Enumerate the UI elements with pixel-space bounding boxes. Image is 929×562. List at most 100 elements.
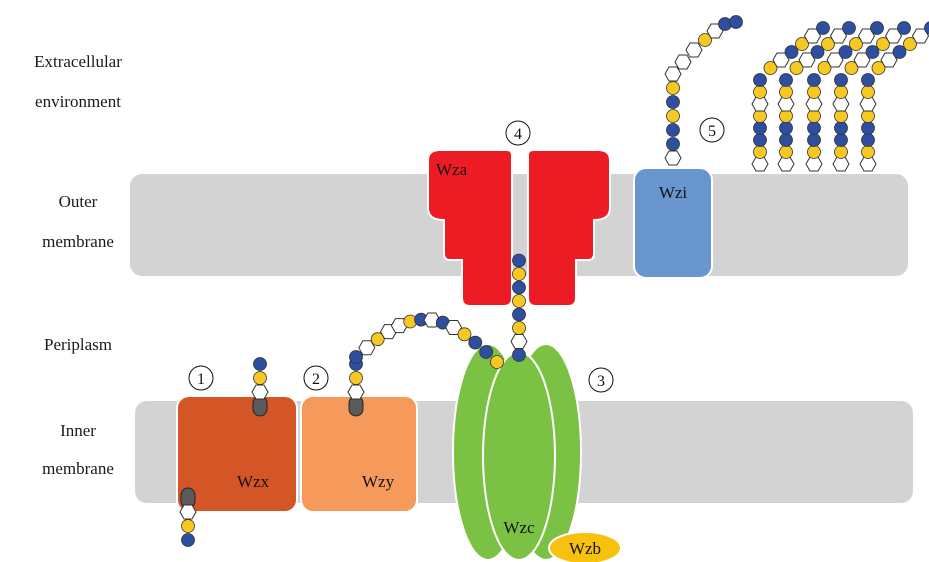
- capsule-chain-tail-3: [849, 37, 863, 51]
- capsule-chain-4: [834, 85, 848, 99]
- capsule-chain-tail-3: [817, 61, 832, 75]
- capsule-chain-5: [861, 85, 875, 99]
- polymer-chain-wzi: [666, 95, 680, 109]
- svg-text:2: 2: [312, 371, 320, 388]
- polymer-chain-wzi-tail: [729, 15, 743, 29]
- sugar-unit-wzx-bottom: [181, 519, 195, 533]
- capsule-chain-tail-1: [784, 45, 799, 59]
- step-2-marker: 2: [303, 365, 329, 391]
- label-wzb: Wzb: [569, 539, 601, 558]
- label-outer-membrane: membrane: [42, 232, 114, 251]
- capsule-chain-2: [779, 145, 793, 159]
- polymer-chain-wzi: [666, 81, 680, 95]
- capsule-chain-5: [861, 145, 875, 159]
- sugar-unit-wzx-top: [253, 357, 267, 371]
- capsule-chain-4: [834, 133, 848, 147]
- polymer-chain-wzi-tail: [674, 54, 692, 70]
- polymer-chain-periplasm: [479, 345, 494, 359]
- sugar-unit-wzx-bottom: [179, 504, 197, 520]
- capsule-chain-4: [834, 145, 848, 159]
- capsule-chain-tail-3: [870, 21, 884, 35]
- capsule-chain-5: [861, 73, 875, 87]
- capsule-chain-tail-4: [865, 45, 880, 59]
- wzi-protein: [633, 167, 713, 279]
- capsule-chain-5: [861, 121, 875, 135]
- capsule-chain-2: [779, 85, 793, 99]
- capsule-chain-3: [807, 85, 821, 99]
- polymer-chain-wzi: [666, 109, 680, 123]
- capsule-chain-3: [807, 121, 821, 135]
- polymer-chain-wza: [512, 280, 526, 295]
- capsule-chain-1: [751, 96, 769, 112]
- polymer-chain-wzi: [664, 150, 682, 166]
- capsule-chain-1: [753, 145, 767, 159]
- polymer-chain-wza: [512, 294, 526, 308]
- polymer-chain-wza: [512, 321, 526, 335]
- sugar-unit-wzy: [347, 384, 365, 400]
- label-wzx: Wzx: [237, 472, 270, 491]
- capsule-chain-4: [834, 121, 848, 135]
- step-5-marker: 5: [699, 117, 725, 143]
- step-1-marker: 1: [188, 365, 214, 391]
- wzb-protein: [548, 531, 622, 562]
- polymer-chain-wzi-tail: [685, 42, 703, 58]
- wzx-protein: [176, 395, 298, 513]
- label-inner: Inner: [60, 421, 96, 440]
- svg-text:5: 5: [708, 123, 716, 140]
- step-3-marker: 3: [588, 367, 614, 393]
- capsule-chain-tail-4: [844, 61, 859, 75]
- polymer-chain-wza: [512, 307, 526, 322]
- label-wzy: Wzy: [362, 472, 395, 491]
- capsule-chain-1: [753, 73, 767, 87]
- capsule-chain-5: [859, 156, 877, 172]
- sugar-unit-wzx-bottom: [181, 533, 195, 547]
- polymer-chain-periplasm: [457, 327, 472, 342]
- capsule-chain-2: [779, 133, 793, 147]
- capsule-chain-tail-2: [789, 61, 804, 75]
- capsule-chain-tail-1: [795, 37, 809, 51]
- capsule-chain-tail-4: [876, 37, 890, 51]
- svg-text:3: 3: [597, 373, 605, 390]
- capsule-chain-tail-5: [924, 21, 929, 35]
- polymer-chain-wzi: [666, 137, 680, 151]
- capsule-chain-5: [861, 133, 875, 147]
- capsule-chain-2: [777, 156, 795, 172]
- svg-text:1: 1: [197, 371, 205, 388]
- capsule-chain-3: [807, 73, 821, 87]
- polymer-chain-periplasm: [490, 355, 504, 369]
- label-wza: Wza: [436, 160, 468, 179]
- label-wzc: Wzc: [503, 518, 535, 537]
- label-wzi: Wzi: [659, 183, 688, 202]
- wza-left-half: [427, 149, 513, 307]
- capsule-chain-3: [805, 156, 823, 172]
- sugar-unit-wzy: [349, 371, 363, 385]
- capsule-chain-tail-2: [810, 45, 825, 59]
- polymer-chain-wzi: [666, 123, 680, 137]
- polymer-chain-wza: [512, 253, 526, 268]
- polymer-chain-wza: [512, 348, 526, 362]
- capsule-chain-4: [834, 73, 848, 87]
- capsule-chain-tail-2: [821, 37, 835, 51]
- capsule-chain-3: [807, 133, 821, 147]
- capsule-chain-tail-5: [892, 45, 907, 59]
- capsule-chain-tail-1: [763, 61, 778, 75]
- capsule-chain-2: [779, 73, 793, 87]
- capsule-chain-4: [832, 96, 850, 112]
- step-4-marker: 4: [505, 120, 531, 146]
- capsule-chain-3: [805, 96, 823, 112]
- polymer-chain-periplasm: [468, 335, 483, 350]
- polymer-chain-wza: [510, 334, 528, 349]
- capsule-chain-1: [753, 133, 767, 147]
- label-environment: environment: [35, 92, 121, 111]
- capsule-chain-2: [777, 96, 795, 112]
- capsule-chain-1: [753, 121, 767, 135]
- label-outer: Outer: [59, 192, 98, 211]
- capsule-chain-4: [832, 156, 850, 172]
- polysaccharide-chains: [179, 15, 929, 547]
- polymer-chain-periplasm: [349, 350, 363, 364]
- sugar-unit-wzx-top: [253, 371, 267, 385]
- polymer-chain-periplasm: [370, 332, 385, 347]
- polymer-chain-wzi-tail: [698, 33, 712, 47]
- sugar-unit-wzx-top: [251, 384, 269, 400]
